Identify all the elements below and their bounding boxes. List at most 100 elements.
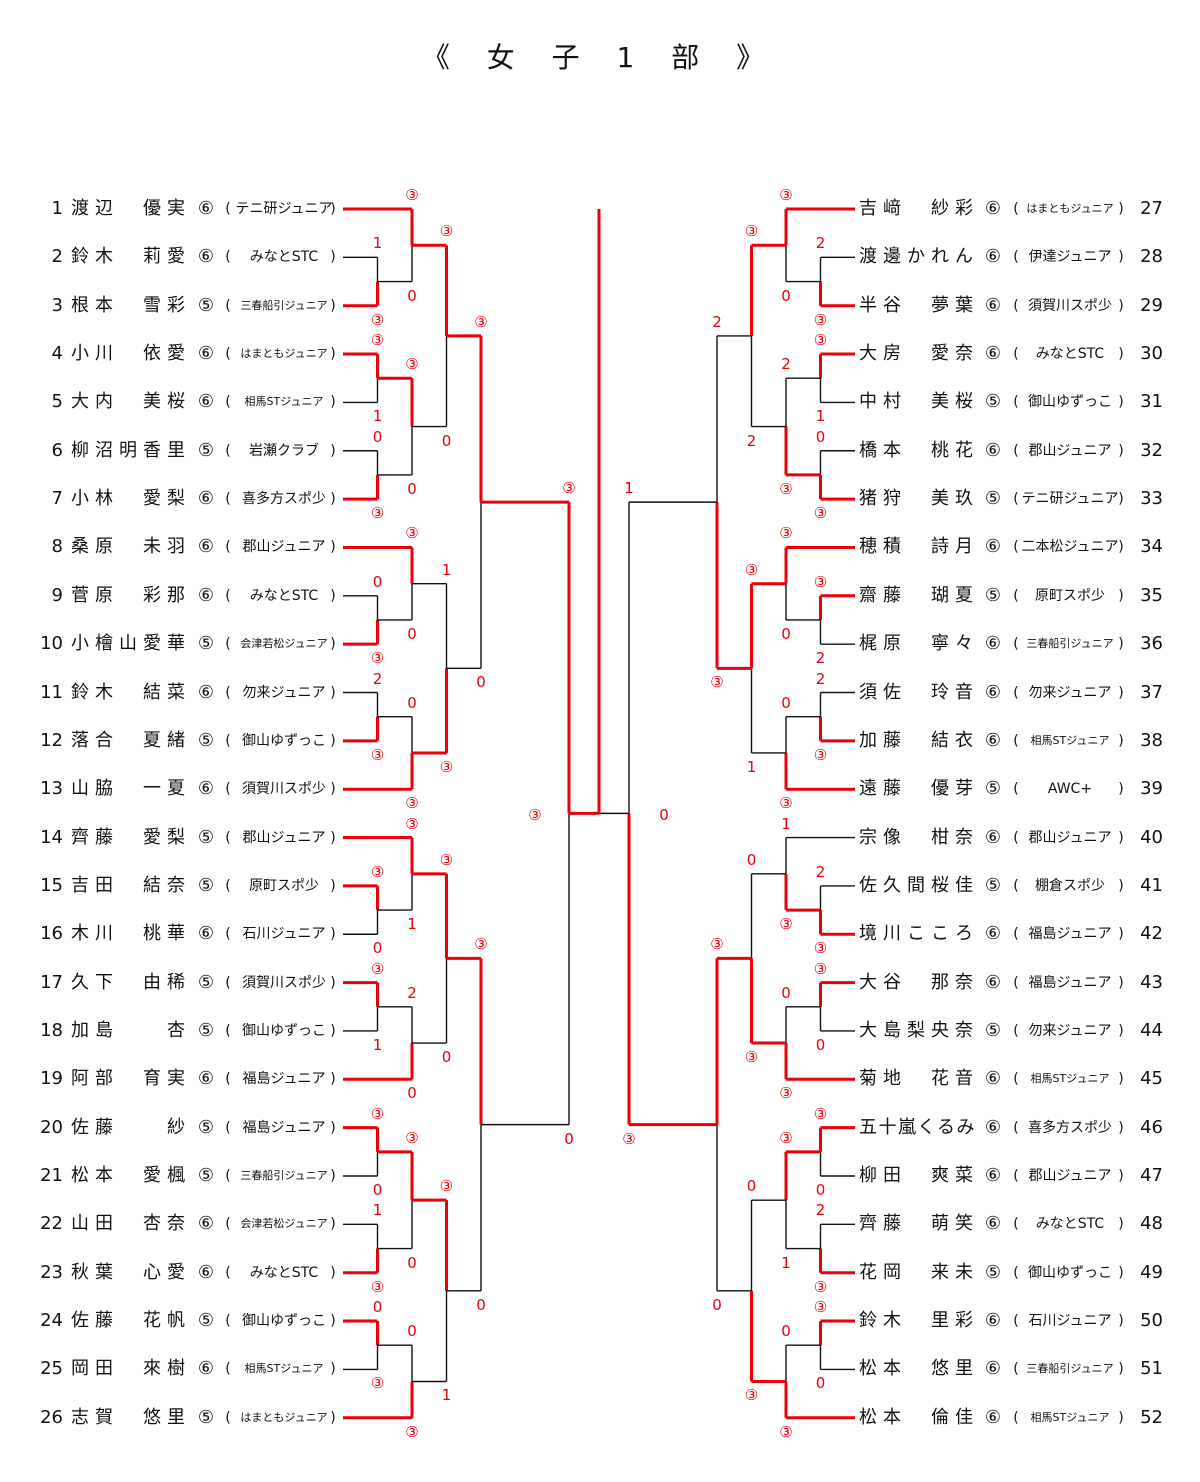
- entry-name-char: 菜: [955, 1165, 973, 1186]
- entry-number: 11: [40, 681, 63, 703]
- entry-name-char: 下: [95, 971, 113, 993]
- entry-name-char: 紗: [167, 1116, 185, 1138]
- paren-close: ): [330, 1216, 336, 1233]
- entry-name-char: 未: [143, 536, 161, 558]
- entry-grade: ⑥: [984, 246, 1002, 268]
- entry-name-char: 佐: [71, 1116, 89, 1138]
- entry-grade: ⑥: [984, 343, 1002, 365]
- entry-name-char: 花: [859, 1261, 877, 1283]
- entry-name-char: 未: [955, 1261, 973, 1283]
- entry-club: 三春船引ジュニア: [1026, 1362, 1114, 1376]
- entry-number: 28: [1140, 246, 1163, 268]
- entry-name-char: 育: [143, 1068, 161, 1090]
- entry-club: 喜多方スポ少: [1028, 1119, 1112, 1136]
- entry-club: 棚倉スポ少: [1035, 877, 1105, 894]
- entry-name-char: 那: [167, 584, 185, 606]
- paren-open: (: [225, 442, 231, 459]
- entry-number: 50: [1140, 1310, 1163, 1332]
- entry-name-char: 葉: [95, 1261, 113, 1283]
- match-score: 0: [372, 939, 383, 958]
- entry-name-char: 大: [859, 971, 877, 993]
- entry-name-char: 美: [931, 391, 949, 413]
- paren-close: ): [330, 539, 336, 556]
- entry-number: 39: [1140, 778, 1163, 800]
- entry-name-char: 落: [71, 729, 89, 751]
- match-score: 2: [372, 669, 383, 688]
- entry-grade: ⑥: [984, 971, 1002, 993]
- entry-name-char: 五: [859, 1116, 877, 1138]
- paren-open: (: [1013, 732, 1019, 749]
- entry-name-char: 羽: [167, 536, 185, 558]
- match-score: ③: [370, 959, 385, 978]
- match-score: ③: [474, 935, 488, 954]
- paren-close: ): [330, 297, 336, 314]
- entry-club: 福島ジュニア: [1028, 926, 1112, 943]
- entry-name-char: 木: [95, 681, 113, 703]
- entry-name-char: 佐: [883, 681, 901, 703]
- match-score: 0: [407, 1322, 417, 1341]
- match-score: ③: [370, 310, 385, 329]
- entry-name-char: 島: [883, 1019, 901, 1041]
- entry-name-char: 玖: [955, 488, 973, 510]
- entry-name-char: 加: [71, 1019, 89, 1041]
- match-score: ③: [779, 1422, 793, 1441]
- match-score: ③: [370, 1277, 385, 1296]
- entry-name-char: 川: [95, 343, 113, 365]
- entry-name-char: 里: [167, 1406, 185, 1428]
- entry-club: テニ研ジュニア: [235, 201, 333, 217]
- paren-close: ): [330, 877, 336, 894]
- entry-grade: ⑤: [197, 294, 215, 316]
- paren-open: (: [225, 1216, 231, 1233]
- entry-name-char: 愛: [167, 246, 185, 268]
- entry-club: みなとSTC: [249, 587, 319, 604]
- match-score: ③: [405, 794, 419, 813]
- entry-name-char: 阿: [71, 1068, 89, 1090]
- match-score: 0: [781, 286, 791, 305]
- entry-name-char: 山: [119, 633, 137, 655]
- entry-grade: ⑥: [984, 536, 1002, 558]
- entry-name-char: 木: [883, 1310, 901, 1332]
- entry-name-char: 桑: [71, 536, 89, 558]
- entry-name-char: 嵐: [898, 1116, 916, 1138]
- entry-club: 御山ゆずっこ: [242, 732, 326, 749]
- entry-club: 須賀川スポ少: [1028, 297, 1112, 314]
- entry-name-char: 村: [883, 391, 901, 413]
- entry-club: 相馬STジュニア: [244, 1362, 324, 1376]
- paren-open: (: [1013, 636, 1019, 653]
- match-score: 2: [815, 234, 826, 253]
- match-score: 0: [441, 431, 452, 450]
- entry-club: 福島ジュニア: [242, 1071, 326, 1088]
- entry-name-char: 齊: [859, 1213, 877, 1235]
- match-score: ③: [710, 673, 724, 692]
- paren-open: (: [225, 1071, 231, 1088]
- entry-name-char: 奈: [955, 826, 973, 848]
- match-score: ③: [370, 745, 385, 764]
- paren-close: ): [330, 1409, 336, 1426]
- paren-close: ): [330, 1071, 336, 1088]
- entry-number: 6: [51, 439, 63, 461]
- entry-name-char: 渡: [859, 246, 877, 268]
- entry-name-char: 久: [883, 874, 901, 896]
- match-score: 0: [476, 1295, 486, 1314]
- paren-open: (: [225, 201, 231, 217]
- paren-close: ): [1118, 346, 1124, 363]
- entry-name-char: 一: [143, 778, 161, 800]
- entry-name-char: 爽: [931, 1165, 949, 1186]
- entry-club: 相馬STジュニア: [1030, 1072, 1110, 1086]
- paren-close: ): [1118, 732, 1124, 749]
- paren-open: (: [1013, 1168, 1019, 1184]
- entry-grade: ⑥: [197, 536, 215, 558]
- entry-name-char: 明: [119, 439, 137, 461]
- paren-open: (: [1013, 249, 1019, 266]
- paren-close: ): [1118, 829, 1124, 846]
- paren-close: ): [1118, 1264, 1124, 1281]
- entry-name-char: 々: [955, 633, 973, 655]
- entry-number: 31: [1140, 391, 1163, 413]
- entry-name-char: 穂: [859, 536, 877, 558]
- entry-name-char: 那: [931, 971, 949, 993]
- entry-grade: ⑤: [984, 778, 1002, 800]
- entry-name-char: 奈: [167, 1213, 185, 1235]
- match-score: ③: [779, 1084, 793, 1103]
- match-score: ③: [370, 1104, 385, 1123]
- match-score: ③: [370, 504, 385, 523]
